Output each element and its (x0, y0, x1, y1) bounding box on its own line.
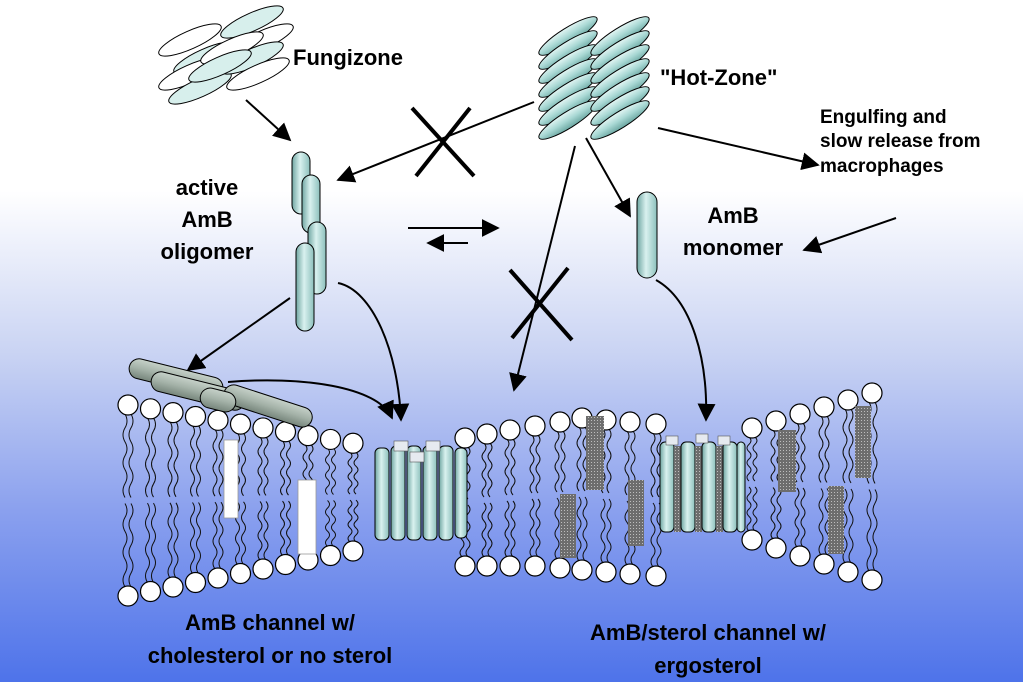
oligomer-line-3: oligomer (160, 238, 254, 264)
fungizone-disc (226, 57, 290, 91)
arrow-macrophages-to-monomer (802, 217, 897, 254)
amb-channel-left (374, 440, 468, 541)
arrow-monomer-to-channel (655, 279, 716, 422)
amb-monomer-cylinder (636, 191, 658, 279)
arrow-hotzone-to-oligomer (336, 101, 535, 183)
membrane-right (454, 382, 883, 591)
channel-left-line-1: AmB channel w/ (185, 610, 355, 635)
hot-zone-cluster (538, 16, 650, 140)
channel-left-label: AmB channel w/ cholesterol or no sterol (110, 606, 430, 672)
hot-zone-disc (590, 100, 650, 140)
arrow-surface-to-channel (227, 379, 394, 420)
active-oligomer-label: active AmB oligomer (142, 172, 272, 268)
channel-right-label: AmB/sterol channel w/ ergosterol (548, 616, 868, 682)
cross-icon (508, 268, 574, 342)
arrow-hotzone-to-membrane (509, 145, 576, 392)
hot-zone-label: "Hot-Zone" (660, 65, 778, 90)
amb-sterol-channel-right (659, 433, 746, 533)
membrane-left (117, 394, 364, 607)
arrows (186, 99, 897, 422)
membrane-surface-oligomer (128, 358, 313, 428)
blocked-crosses (410, 106, 574, 342)
fungizone-disc (158, 23, 222, 57)
arrow-oligomer-to-surface (186, 297, 291, 372)
arrow-hotzone-to-macrophages (657, 127, 820, 171)
fungizone-disc (188, 49, 252, 83)
arrow-oligomer-to-channel (337, 282, 410, 422)
channel-right-line-1: AmB/sterol channel w/ (590, 620, 826, 645)
monomer-line-1: AmB (707, 203, 759, 228)
engulfing-line-1: Engulfing and (820, 107, 947, 128)
arrow-hotzone-to-monomer (585, 137, 631, 218)
engulfing-line-2: slow release from (820, 131, 981, 153)
arrow-fungizone-to-oligomer (245, 99, 292, 142)
fungizone-disc (220, 5, 284, 39)
active-oligomer-stack (291, 151, 327, 332)
monomer-label: AmB monomer (666, 200, 800, 264)
cholesterol-sterols (223, 439, 317, 555)
oligomer-line-2: AmB (181, 206, 233, 232)
channel-left-line-2: cholesterol or no sterol (147, 643, 393, 668)
fungizone-cluster (158, 5, 294, 105)
engulfing-line-3: macrophages (820, 155, 944, 177)
monomer-line-2: monomer (682, 234, 784, 260)
oligomer-line-1: active (175, 175, 239, 200)
ergosterol-sterols (560, 406, 871, 558)
fungizone-label: Fungizone (293, 45, 403, 70)
channel-right-line-2: ergosterol (654, 653, 762, 678)
engulfing-label: Engulfing and slow release from macropha… (820, 106, 981, 179)
